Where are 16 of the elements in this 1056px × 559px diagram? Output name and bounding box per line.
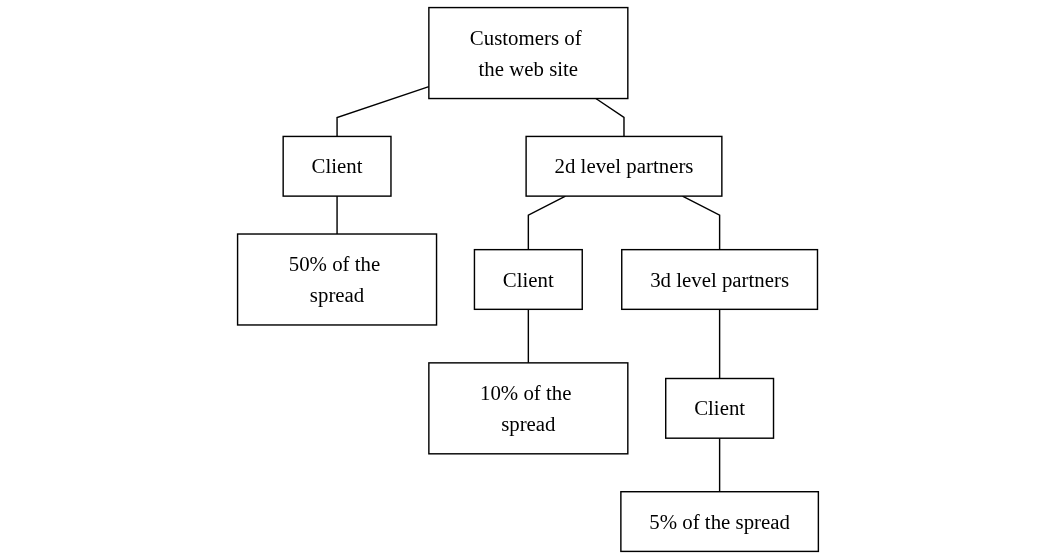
node-box: Client [282, 135, 392, 197]
connector [527, 308, 530, 364]
node-box: 3d level partners [621, 248, 819, 311]
node-box: Client [665, 377, 775, 439]
connector [718, 308, 721, 380]
node-box: 2d level partners [525, 135, 723, 197]
connector [527, 195, 567, 251]
node-box: 10% of the spread [428, 362, 629, 455]
node-box: 50% of the spread [236, 233, 438, 326]
connector [681, 195, 721, 251]
node-box: Client [473, 248, 583, 311]
node-box: 5% of the spread [620, 491, 820, 553]
connector [718, 437, 721, 493]
connector [595, 97, 625, 138]
node-box: Customers of the web site [428, 6, 629, 100]
connector [336, 195, 338, 235]
